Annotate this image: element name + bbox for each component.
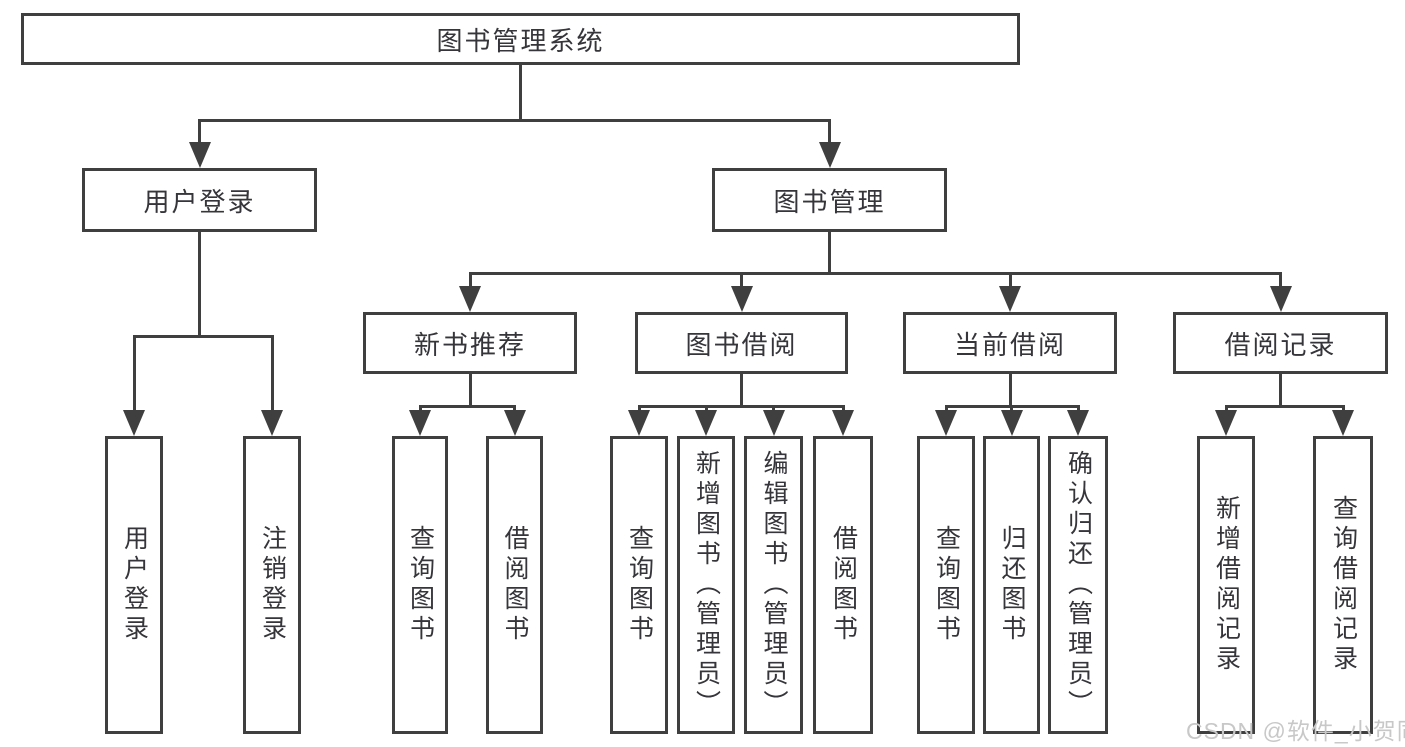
connector-arrow-shaft xyxy=(468,272,472,298)
node-edit-books-admin: 编辑图书（管理员） xyxy=(744,436,803,734)
connector-arrowhead-down-icon xyxy=(695,410,717,436)
node-label: 借阅图书 xyxy=(829,525,858,645)
connector-branch-line xyxy=(132,335,274,338)
connector-arrowhead-down-icon xyxy=(762,410,785,436)
node-current-borrowing: 当前借阅 xyxy=(903,312,1117,374)
connector-trunk-line xyxy=(828,231,831,275)
node-label: 查询图书 xyxy=(932,525,961,645)
node-label: 查询图书 xyxy=(406,525,435,645)
node-label: 用户登录 xyxy=(143,186,256,217)
node-borrow-books-borrowing: 借阅图书 xyxy=(813,436,873,734)
connector-arrow-shaft xyxy=(740,272,743,298)
node-query-books-recommend: 查询图书 xyxy=(392,436,448,734)
node-label: 新书推荐 xyxy=(413,329,526,360)
node-logout-action: 注销登录 xyxy=(243,436,301,734)
node-library-management-system: 图书管理系统 xyxy=(21,13,1020,65)
node-confirm-return-admin: 确认归还（管理员） xyxy=(1048,436,1108,734)
connector-trunk-line xyxy=(1279,373,1282,408)
csdn-watermark: CSDN @软件_小贺同学 xyxy=(1186,718,1405,744)
node-label: 图书管理系统 xyxy=(436,25,605,56)
connector-arrow-shaft xyxy=(1279,272,1282,298)
connector-arrowhead-down-icon xyxy=(459,286,481,312)
connector-trunk-line xyxy=(198,231,201,338)
node-query-books-borrowing: 查询图书 xyxy=(610,436,668,734)
node-label: 编辑图书（管理员） xyxy=(760,450,788,720)
node-query-borrow-record: 查询借阅记录 xyxy=(1313,436,1373,734)
node-label: 确认归还（管理员） xyxy=(1064,450,1093,720)
connector-arrow-shaft xyxy=(198,119,201,154)
node-return-books: 归还图书 xyxy=(983,436,1040,734)
connector-arrowhead-down-icon xyxy=(1269,286,1292,312)
node-label: 归还图书 xyxy=(998,525,1026,645)
connector-branch-line xyxy=(198,119,831,122)
connector-arrowhead-down-icon xyxy=(1000,410,1023,436)
connector-arrowhead-down-icon xyxy=(1067,410,1089,436)
connector-arrowhead-down-icon xyxy=(409,410,431,436)
node-label: 注销登录 xyxy=(258,525,287,645)
connector-arrowhead-down-icon xyxy=(1332,410,1354,436)
connector-arrowhead-down-icon xyxy=(261,410,283,436)
connector-arrowhead-down-icon xyxy=(503,410,526,436)
node-user-login-action: 用户登录 xyxy=(105,436,163,734)
node-label: 图书管理 xyxy=(773,186,886,217)
connector-trunk-line xyxy=(519,64,522,122)
connector-arrowhead-down-icon xyxy=(123,410,145,436)
connector-branch-line xyxy=(418,405,516,408)
node-label: 借阅图书 xyxy=(501,525,529,645)
connector-arrowhead-down-icon xyxy=(1215,410,1237,436)
node-query-books-current: 查询图书 xyxy=(917,436,975,734)
node-label: 借阅记录 xyxy=(1224,329,1337,360)
node-add-borrow-record: 新增借阅记录 xyxy=(1197,436,1255,734)
node-label: 新增借阅记录 xyxy=(1212,495,1241,675)
connector-branch-line xyxy=(637,405,845,408)
connector-arrow-shaft xyxy=(270,335,274,422)
node-borrow-books-recommend: 借阅图书 xyxy=(486,436,543,734)
node-borrowing-records: 借阅记录 xyxy=(1173,312,1388,374)
connector-arrowhead-down-icon xyxy=(999,286,1021,312)
node-book-management: 图书管理 xyxy=(712,168,947,232)
connector-branch-line xyxy=(1224,405,1345,408)
node-label: 图书借阅 xyxy=(685,329,798,360)
node-label: 查询借阅记录 xyxy=(1329,495,1358,675)
node-label: 用户登录 xyxy=(120,525,149,645)
node-label: 新增图书（管理员） xyxy=(692,450,721,720)
connector-arrowhead-down-icon xyxy=(832,410,854,436)
node-label: 查询图书 xyxy=(625,525,654,645)
node-add-books-admin: 新增图书（管理员） xyxy=(677,436,735,734)
connector-branch-line xyxy=(468,272,1282,275)
node-user-login: 用户登录 xyxy=(82,168,317,232)
connector-arrow-shaft xyxy=(132,335,136,422)
connector-arrowhead-down-icon xyxy=(188,142,211,168)
connector-arrowhead-down-icon xyxy=(730,286,753,312)
connector-arrowhead-down-icon xyxy=(935,410,957,436)
connector-trunk-line xyxy=(740,373,743,408)
node-new-book-recommend: 新书推荐 xyxy=(363,312,577,374)
connector-trunk-line xyxy=(1008,373,1012,408)
node-book-borrowing: 图书借阅 xyxy=(635,312,848,374)
connector-arrow-shaft xyxy=(1008,272,1012,298)
connector-arrow-shaft xyxy=(828,119,831,154)
connector-trunk-line xyxy=(468,373,472,408)
connector-arrowhead-down-icon xyxy=(628,410,650,436)
connector-arrowhead-down-icon xyxy=(818,142,841,168)
node-label: 当前借阅 xyxy=(953,329,1066,360)
